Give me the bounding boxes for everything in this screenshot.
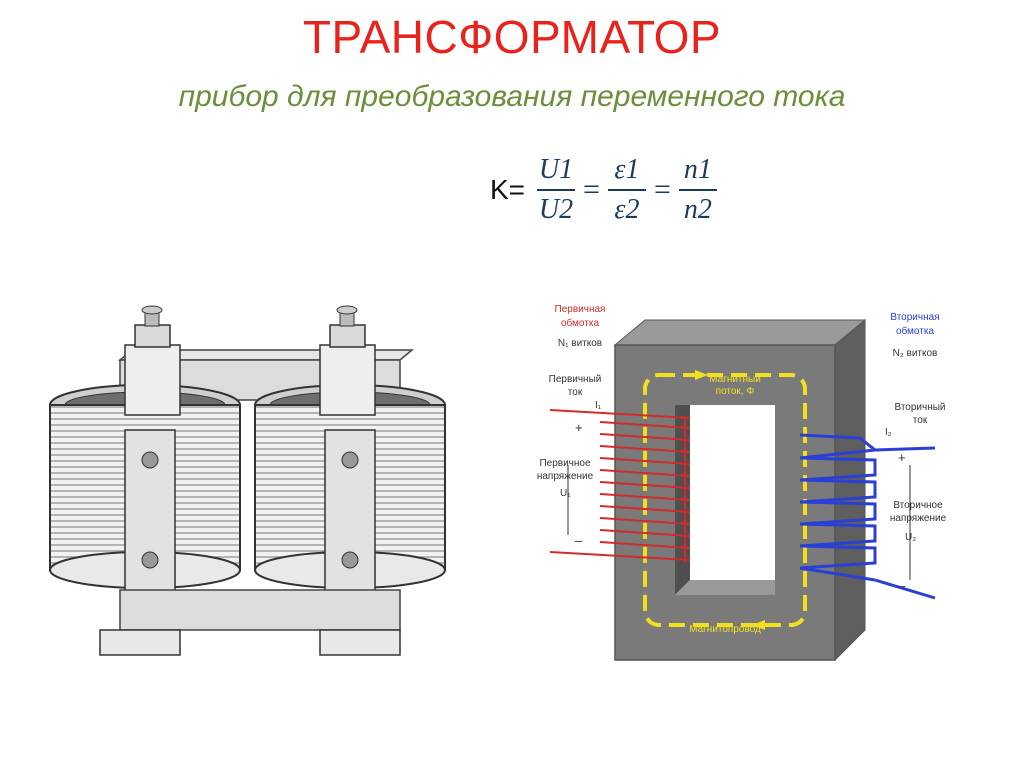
secondary-voltage-label: Вторичное bbox=[893, 500, 943, 511]
primary-voltage-symbol: U₁ bbox=[560, 488, 571, 499]
fraction-denominator: ε2 bbox=[614, 194, 640, 225]
left-terminal bbox=[124, 305, 181, 416]
core-side-face bbox=[834, 318, 866, 662]
secondary-turns: N₂ витков bbox=[893, 348, 938, 359]
bottom-yoke bbox=[119, 589, 401, 631]
flux-label: Магнитный bbox=[709, 374, 761, 385]
core-top-face bbox=[613, 319, 867, 346]
primary-minus: – bbox=[575, 533, 583, 548]
fraction-bar bbox=[678, 189, 717, 191]
fraction-turns: n1 n2 bbox=[678, 153, 717, 227]
secondary-current-label-2: ток bbox=[913, 415, 928, 426]
fraction-denominator: n2 bbox=[683, 194, 712, 225]
fraction-numerator: ε1 bbox=[614, 154, 640, 185]
fraction-numerator: U1 bbox=[538, 154, 574, 185]
secondary-plus: + bbox=[898, 450, 906, 465]
transformer-schematic: Первичная обмотка N₁ витков Первичный то… bbox=[537, 304, 947, 662]
secondary-voltage-label-2: напряжение bbox=[890, 513, 947, 524]
right-terminal bbox=[319, 305, 376, 416]
flux-path bbox=[643, 373, 807, 627]
primary-winding bbox=[549, 409, 691, 562]
secondary-winding-title-2: обмотка bbox=[896, 325, 934, 337]
core-label: Магнитопровод bbox=[689, 624, 761, 635]
secondary-minus: – bbox=[898, 578, 906, 593]
flux-label-2: поток, Φ bbox=[716, 386, 755, 397]
secondary-voltage-symbol: U₂ bbox=[905, 532, 916, 543]
primary-current-label: Первичный bbox=[549, 374, 602, 385]
fraction-emf: ε1 ε2 bbox=[607, 153, 646, 227]
secondary-current-label: Вторичный bbox=[894, 402, 945, 413]
ratio-formula: K= U1 U2 = ε1 ε2 = n1 n2 bbox=[490, 150, 721, 230]
right-foot bbox=[319, 629, 401, 656]
flux-arrow-top bbox=[695, 370, 708, 380]
primary-voltage-label: Первичное bbox=[539, 458, 591, 469]
fraction-bar bbox=[537, 189, 576, 191]
formula-lhs: K= bbox=[490, 174, 526, 205]
secondary-winding-title: Вторичная bbox=[890, 312, 939, 323]
primary-turns: N₁ витков bbox=[558, 338, 602, 349]
primary-current-symbol: I₁ bbox=[595, 400, 602, 411]
left-foot bbox=[99, 629, 181, 656]
primary-plus: + bbox=[575, 420, 583, 435]
page-title: ТРАНСФОРМАТОР bbox=[302, 11, 722, 63]
secondary-winding bbox=[799, 433, 936, 600]
primary-current-label-2: ток bbox=[568, 387, 583, 398]
fraction-numerator: n1 bbox=[683, 154, 712, 185]
secondary-current-symbol: I₂ bbox=[885, 427, 892, 438]
equals-sign: = bbox=[583, 173, 600, 206]
core-window bbox=[675, 405, 775, 595]
page-subtitle: прибор для преобразования переменного то… bbox=[178, 80, 846, 113]
transformer-drawing bbox=[49, 305, 446, 656]
primary-winding-title-2: обмотка bbox=[561, 317, 599, 329]
fraction-bar bbox=[607, 189, 646, 191]
fraction-voltage: U1 U2 bbox=[537, 153, 576, 227]
equals-sign: = bbox=[653, 173, 671, 206]
flux-arrow-bottom bbox=[752, 620, 765, 630]
fraction-denominator: U2 bbox=[538, 194, 574, 225]
primary-voltage-label-2: напряжение bbox=[537, 471, 594, 482]
primary-winding-title: Первичная bbox=[555, 304, 606, 315]
